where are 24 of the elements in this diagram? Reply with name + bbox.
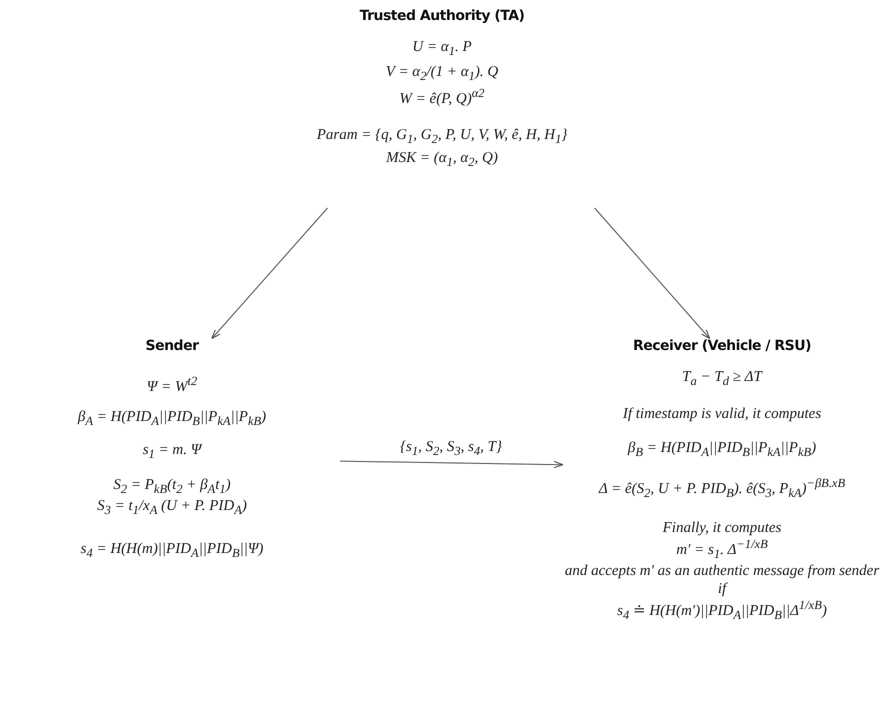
formula-text: If timestamp is valid, it computes [622,405,822,423]
formula-text: MSK = (α$_{1}$, α$_{2}$, Q) [386,149,498,170]
arrow [340,460,564,468]
formula-text: Δ = ê(S$_{2}$, U + P. PID$_{B}$). ê(S$_{3}$, P$_{kA}$)$^{−βB.xB}$ [598,476,846,501]
party-heading: Sender [146,338,198,354]
formula-text: s$_{4}$ = H(H(m)||PID$_{A}$||PID$_{B}$||Ψ) [80,540,264,561]
formula-text: β$_{B}$ = H(PID$_{A}$||PID$_{B}$||P$_{kA}$||P$_{kB}$) [628,439,816,460]
formula-text: W = ê(P, Q)$^{α2}$ [399,86,485,108]
formula-text: V = α$_{2}$/(1 + α$_{1}$). Q [386,63,498,84]
arrow [211,208,328,340]
formula-text: U = α$_{1}$. P [412,38,472,59]
formula-text: Ψ = W$^{t2}$ [146,374,198,396]
formula-text: Finally, it computes [662,519,782,537]
formula-text: T$_{a}$ − T$_{d}$ ≥ ΔT [682,368,762,389]
formula-text: m′ = s$_{1}$. Δ$^{−1/xB}$ [676,537,768,562]
formula-text: S$_{2}$ = P$_{kB}$(t$_{2}$ + β$_{A}$t$_{1}$) [113,476,231,497]
party-heading: Receiver (Vehicle / RSU) [632,338,812,354]
party-heading: Trusted Authority (TA) [360,8,524,24]
formula-text: β$_{A}$ = H(PID$_{A}$||PID$_{B}$||P$_{kA}$||P$_{kB}$) [78,408,266,429]
formula-text: s$_{1}$ = m. Ψ [142,441,202,462]
formula-text: Param = {q, G$_{1}$, G$_{2}$, P, U, V, W, ê, H, H$_{1}$} [316,126,568,147]
formula-text: s$_{4}$ ≐ H(H(m′)||PID$_{A}$||PID$_{B}$||Δ$^{1/xB}$) [617,598,827,623]
arrow [594,208,710,340]
formula-text: S$_{3}$ = t$_{1}$/x$_{A}$ (U + P. PID$_{A}$) [97,497,247,518]
